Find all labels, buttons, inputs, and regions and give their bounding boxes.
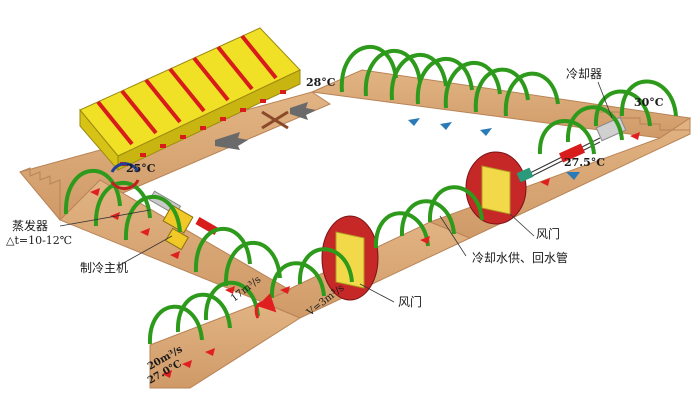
air-door-right <box>465 151 527 225</box>
leader-lines <box>59 81 613 303</box>
temp-27-5: 27.5°C <box>564 156 605 169</box>
airflow-arrows <box>90 118 640 378</box>
tunnel-hoops <box>63 45 678 345</box>
temp-28: 28°C <box>306 76 336 89</box>
conveyor-structure <box>79 27 316 172</box>
temp-25: 25°C <box>126 162 156 175</box>
label-cooler: 冷却器 <box>566 67 602 81</box>
label-air-door-center: 风门 <box>398 294 422 309</box>
label-evaporator: 蒸发器 <box>12 218 48 233</box>
label-evaporator-dt: △t=10-12℃ <box>6 234 72 247</box>
air-door-center <box>321 215 379 301</box>
label-cooling-pipe: 冷却水供、回水管 <box>472 250 568 265</box>
temp-30: 30°C <box>634 96 664 109</box>
label-air-door-right: 风门 <box>536 226 560 241</box>
label-chiller: 制冷主机 <box>80 261 128 275</box>
